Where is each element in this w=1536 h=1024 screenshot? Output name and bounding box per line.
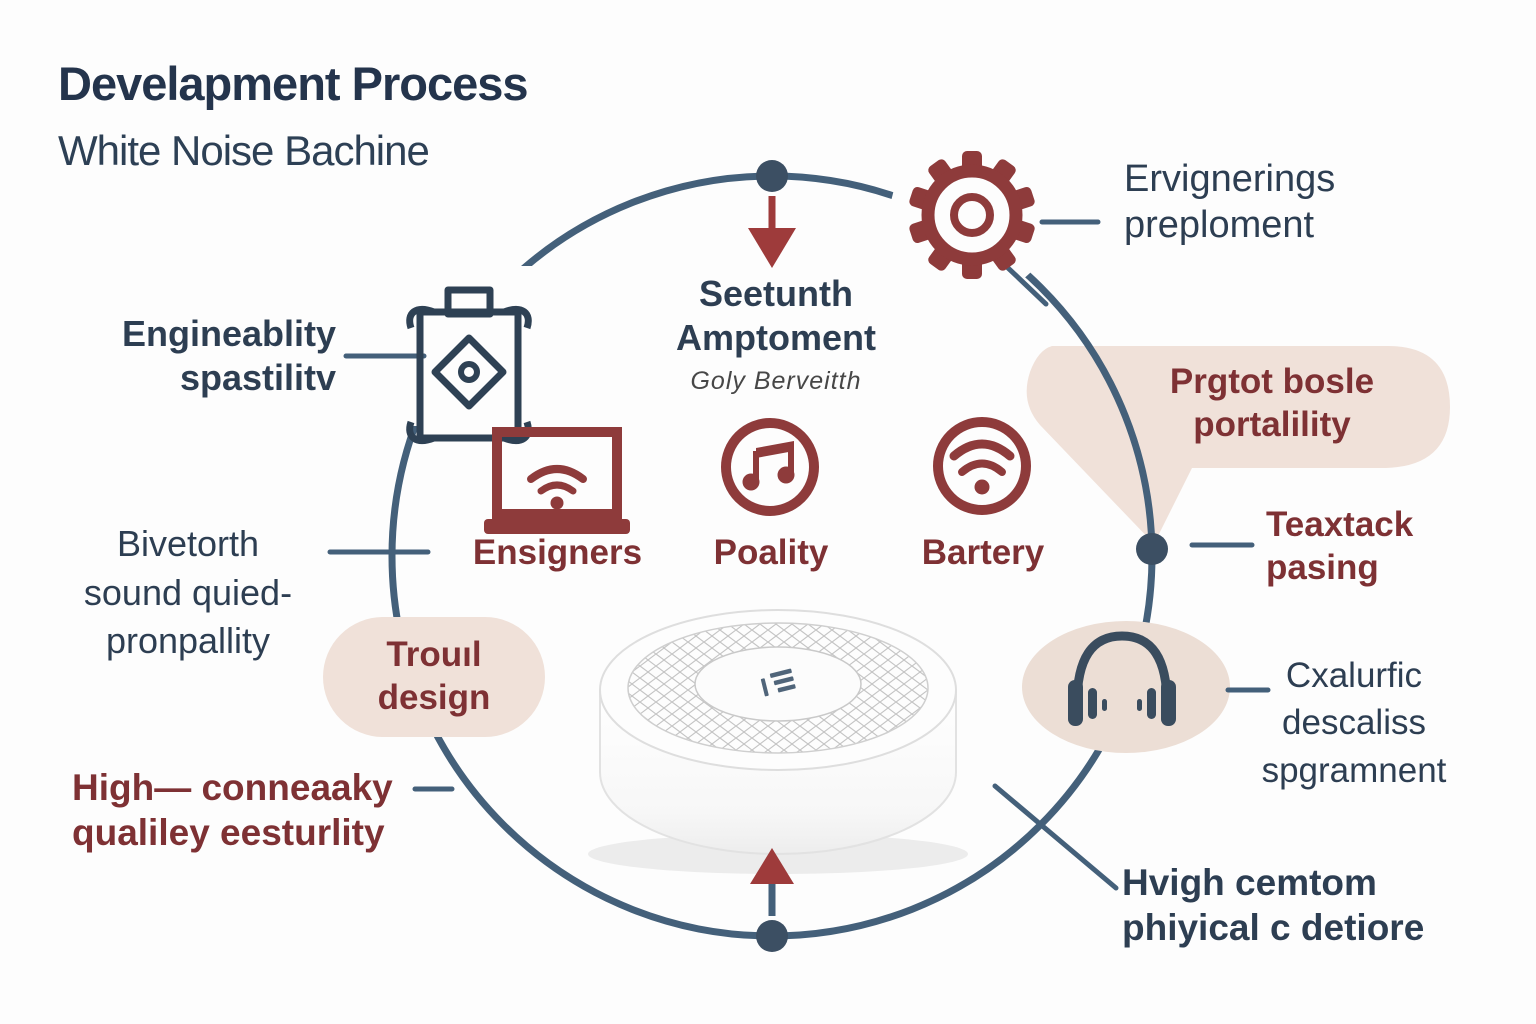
- callout-high-conneaaky: High— conneaaky qualiley eesturlity: [72, 765, 393, 855]
- callout-prgtot: Prgtot bosle portalility: [1120, 361, 1424, 446]
- callout-ervignerings: Ervignerings preploment: [1124, 156, 1335, 249]
- callout-line: Teaxtack: [1266, 505, 1414, 544]
- callout-line: portalility: [1193, 404, 1351, 444]
- callout-line: spastilitv: [179, 356, 336, 398]
- callout-line: High— conneaaky: [72, 767, 393, 808]
- node-dot-right: [1136, 533, 1168, 565]
- laptop-wifi-icon: [484, 427, 630, 534]
- callout-line: design: [377, 677, 491, 717]
- callout-line: pronpallity: [105, 620, 271, 662]
- callout-troul: Trouıl design: [344, 634, 524, 719]
- page-title: Develapment Process: [58, 57, 529, 110]
- arrow-down-icon: [748, 196, 796, 268]
- callout-line: descaliss: [1282, 703, 1426, 743]
- callout-line: Hvigh cemtom: [1122, 862, 1377, 903]
- callout-engineablity: Engineablity spastilitv: [60, 312, 336, 400]
- callout-line: Bivetorth: [116, 523, 260, 564]
- callout-line: Prgtot bosle: [1169, 362, 1375, 401]
- callout-seetunth: Seetunth Amptoment Goly Berveitth: [620, 272, 932, 396]
- node-dot-bottom: [756, 920, 788, 952]
- connector-gear-circle: [1003, 263, 1049, 307]
- gear-icon: [909, 151, 1035, 279]
- page-subtitle: White Noise Bachine: [58, 127, 430, 174]
- callout-line: sound quied-: [83, 571, 293, 613]
- callout-line: Cxalurfic: [1285, 656, 1423, 695]
- white-noise-machine-image: [588, 609, 968, 874]
- callout-blob-troul: [323, 617, 545, 737]
- connector-hvigh: [992, 783, 1119, 891]
- callout-line: Seetunth: [698, 273, 853, 314]
- callout-bivetorth: Bivetorth sound quied- pronpallity: [46, 520, 330, 666]
- connector-lines: [327, 219, 1271, 891]
- music-note-circle-icon: [721, 418, 819, 516]
- callout-blob-headphones: [1022, 621, 1230, 753]
- product-logo-mark: [760, 668, 796, 697]
- node-dot-top: [756, 160, 788, 192]
- callout-line: Engineablity: [121, 313, 336, 354]
- callout-teaxtack: Teaxtack pasing: [1266, 504, 1413, 589]
- callout-hvigh: Hvigh cemtom phiyical c detiore: [1122, 860, 1424, 950]
- callout-line: Amptoment: [676, 316, 876, 358]
- label-bartery: Bartery: [921, 533, 1045, 572]
- arrow-up-icon: [750, 848, 794, 916]
- callout-line: qualiley eesturlity: [72, 812, 385, 854]
- wifi-circle-icon: [933, 417, 1031, 515]
- callout-blob-prgtot: [1026, 346, 1450, 544]
- callout-line: preploment: [1124, 204, 1315, 247]
- callout-line: Trouıl: [386, 635, 482, 674]
- header: Develapment Process White Noise Bachine: [58, 56, 529, 175]
- label-poality: Poality: [713, 533, 829, 572]
- callout-subtext: Goly Berveitth: [690, 366, 862, 395]
- canister-badge-icon: [406, 286, 532, 445]
- callout-line: phiyical c detiore: [1122, 907, 1425, 949]
- callout-cxalurfic: Cxalurfic descaliss spgramnent: [1228, 652, 1480, 794]
- label-ensigners: Ensigners: [472, 533, 643, 572]
- callout-line: pasing: [1266, 547, 1379, 587]
- headphones-icon: [1068, 631, 1176, 726]
- callout-line: Ervignerings: [1124, 158, 1336, 200]
- callout-line: spgramnent: [1261, 750, 1447, 790]
